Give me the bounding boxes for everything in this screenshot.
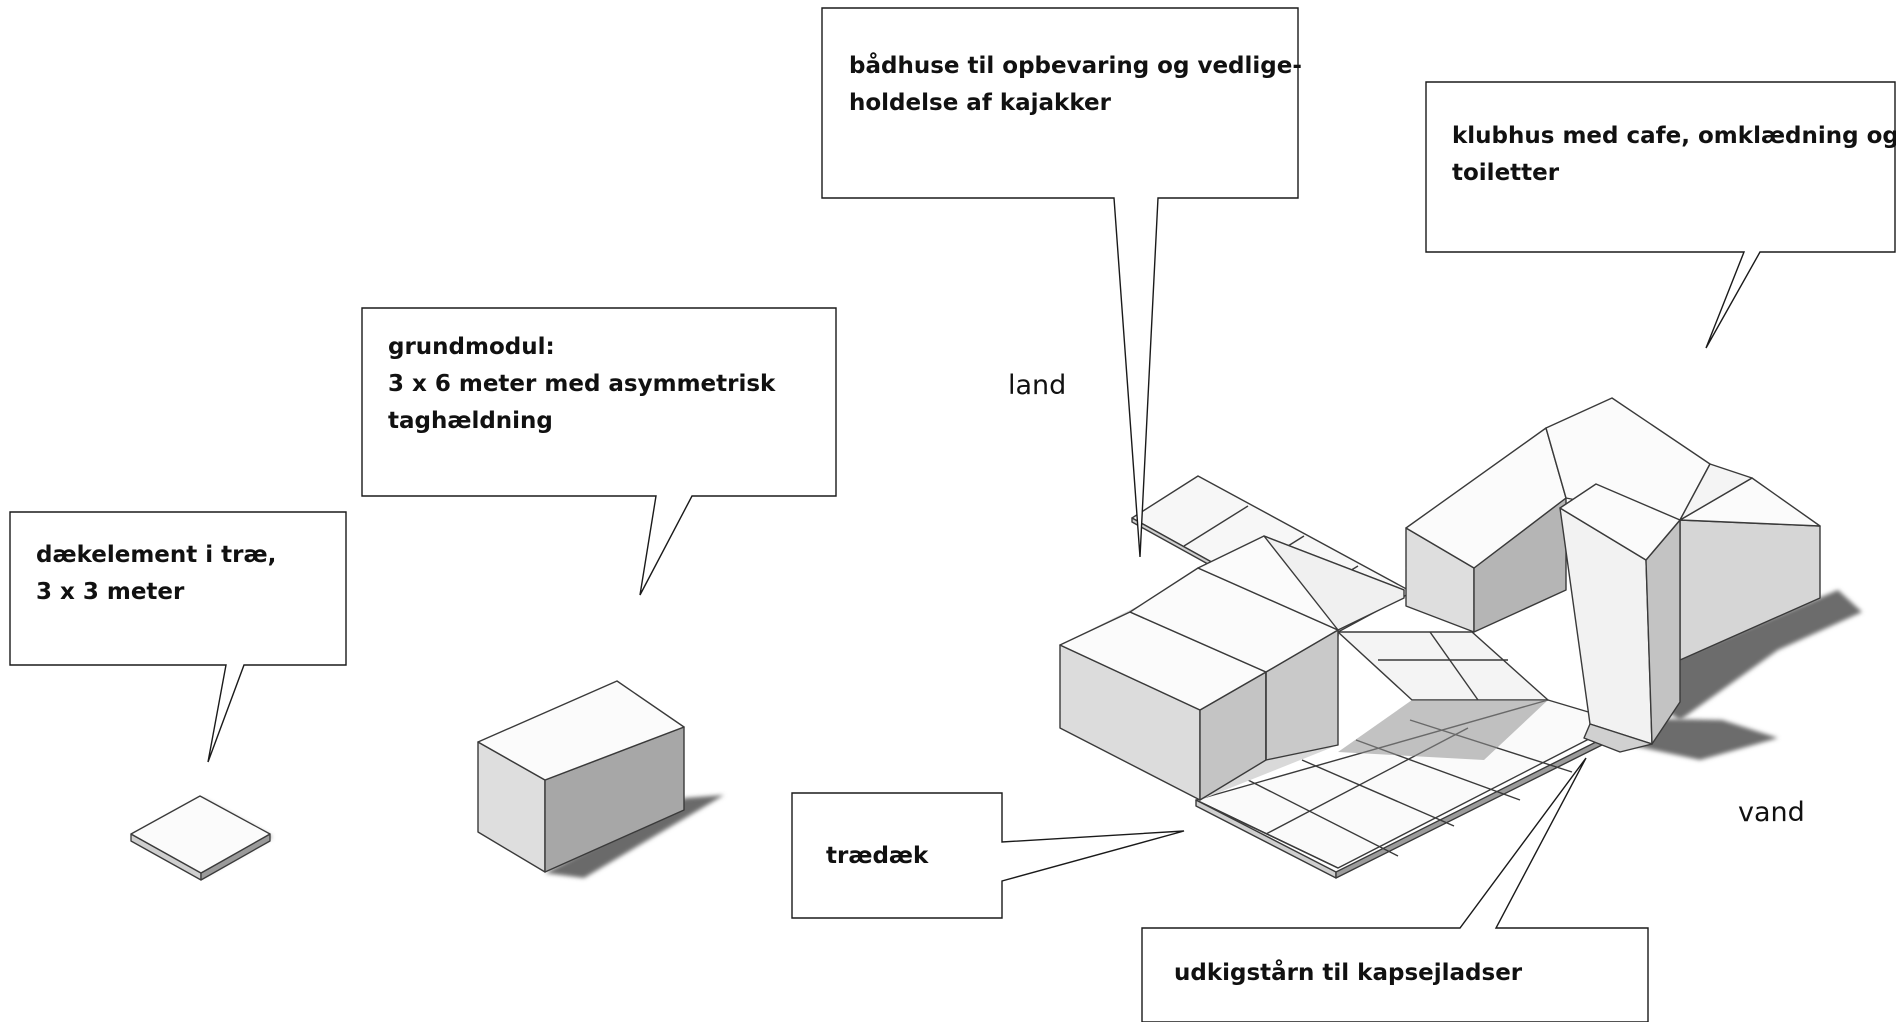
label-water: vand bbox=[1738, 797, 1805, 828]
callout-line: trædæk bbox=[826, 843, 929, 869]
callout-line: toiletter bbox=[1452, 160, 1560, 186]
callout-frame-boathouses bbox=[821, 7, 1299, 558]
callout-deck-element: dækelement i træ, 3 x 3 meter bbox=[36, 537, 276, 611]
callout-line: holdelse af kajakker bbox=[849, 90, 1111, 116]
callout-line: 3 x 6 meter med asymmetrisk bbox=[388, 371, 776, 397]
callout-base-module: grundmodul: 3 x 6 meter med asymmetrisk … bbox=[388, 329, 775, 440]
label-land: land bbox=[1008, 370, 1067, 401]
callout-line: grundmodul: bbox=[388, 334, 555, 360]
callout-line: udkigstårn til kapsejladser bbox=[1174, 960, 1523, 986]
callout-line: taghældning bbox=[388, 408, 553, 434]
callout-frame-deck-element bbox=[9, 511, 347, 763]
tower-top bbox=[1559, 483, 1681, 561]
callout-clubhouse: klubhus med cafe, omklædning og toilette… bbox=[1452, 118, 1896, 192]
callout-line: dækelement i træ, bbox=[36, 542, 277, 568]
callout-line: bådhuse til opbevaring og vedlige- bbox=[849, 53, 1302, 79]
deck-element-model bbox=[130, 795, 272, 881]
base-module-model bbox=[477, 680, 724, 878]
harbor-complex-model bbox=[1059, 397, 1862, 879]
callout-frame-clubhouse bbox=[1425, 81, 1896, 349]
callout-line: klubhus med cafe, omklædning og bbox=[1452, 123, 1896, 149]
callout-line: 3 x 3 meter bbox=[36, 579, 185, 605]
callout-frames bbox=[9, 7, 1896, 1022]
callout-boathouses: bådhuse til opbevaring og vedlige- holde… bbox=[849, 48, 1302, 122]
callout-frame-wood-deck bbox=[791, 792, 1185, 919]
callout-frame-base-module bbox=[361, 307, 837, 596]
callout-wood-deck: trædæk bbox=[826, 838, 928, 875]
callout-lookout-tower: udkigstårn til kapsejladser bbox=[1174, 955, 1522, 992]
callout-frame-lookout-tower bbox=[1141, 757, 1649, 1022]
